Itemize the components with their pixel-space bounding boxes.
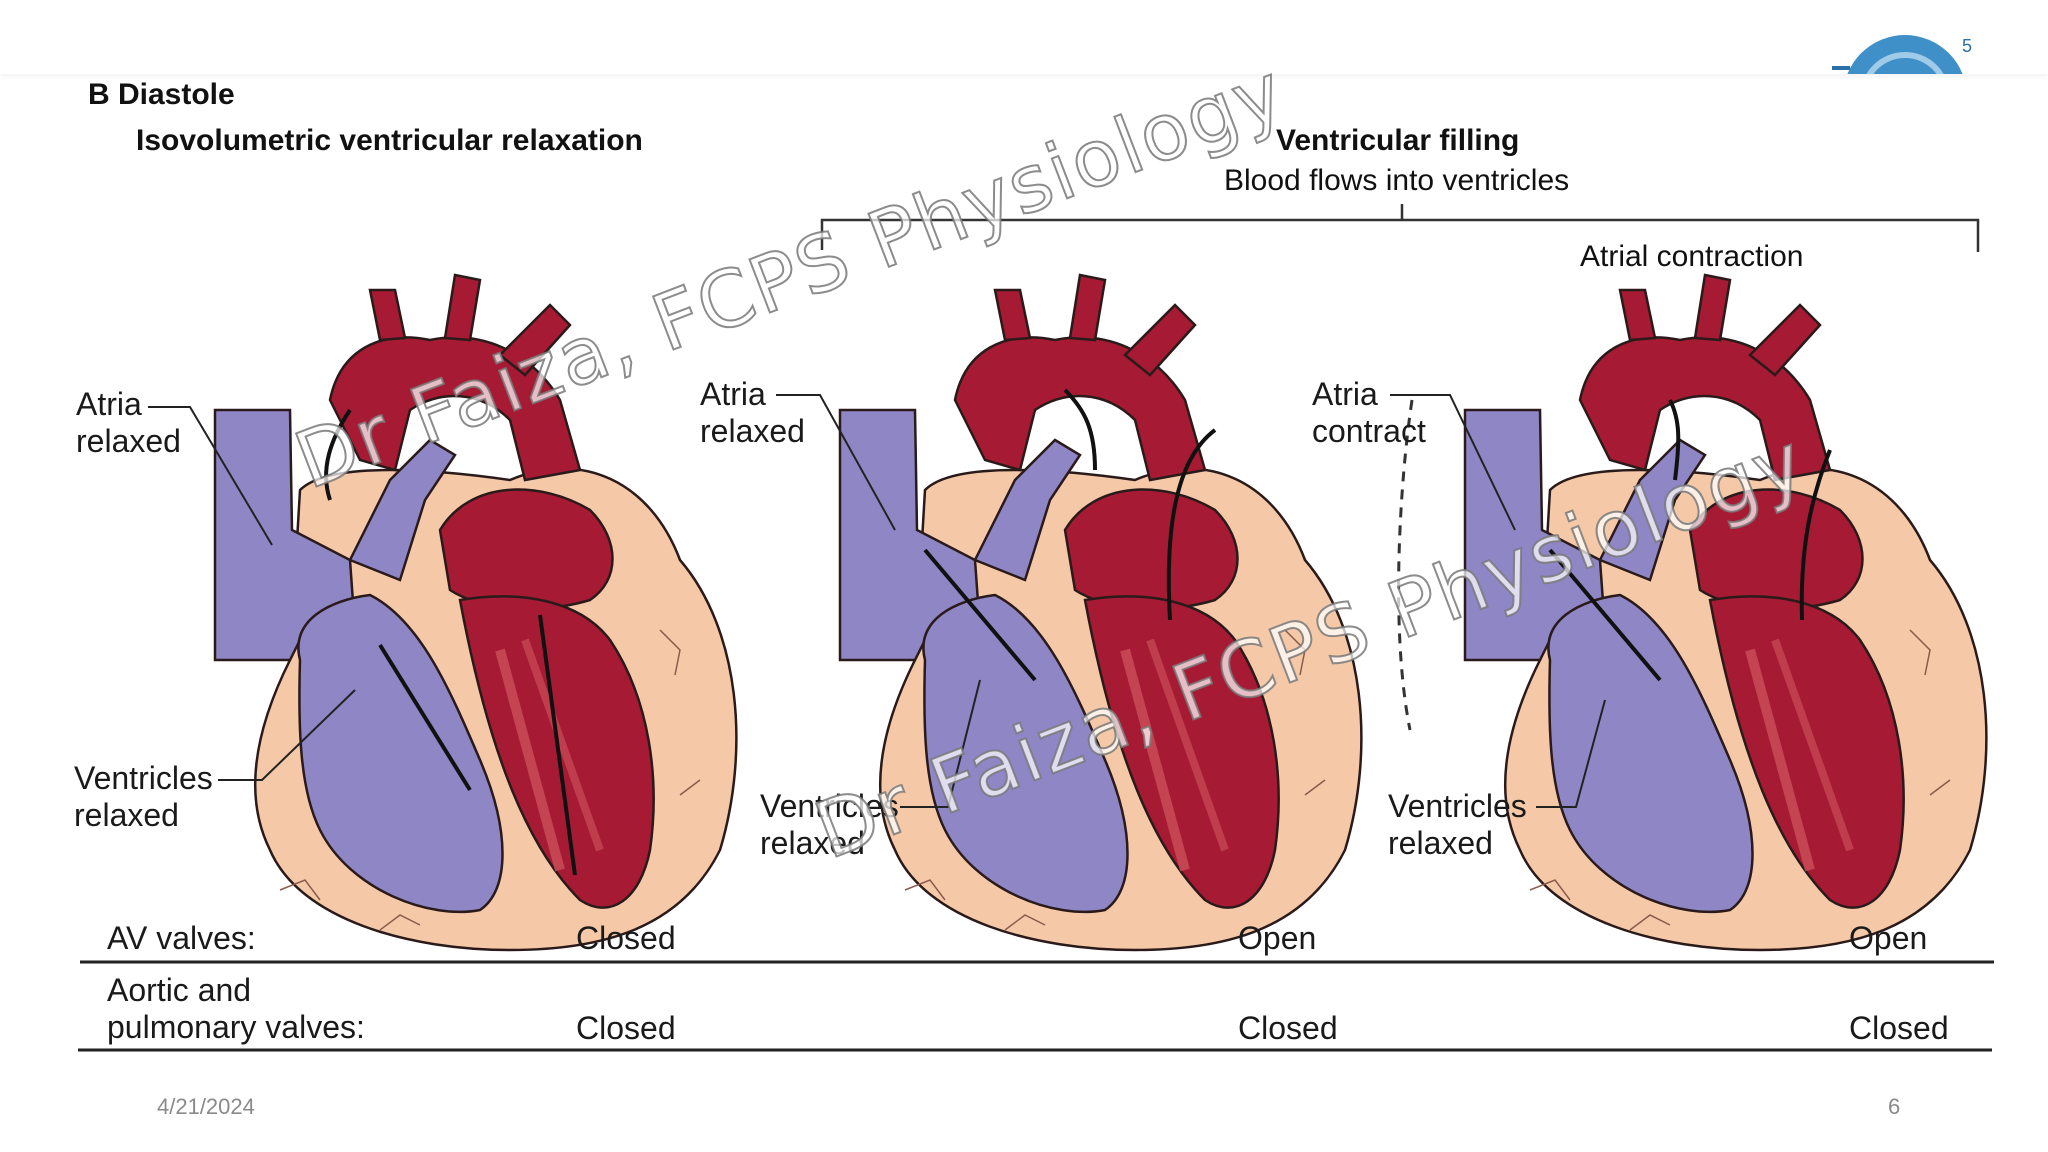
phase-bracket bbox=[820, 204, 1980, 252]
av-valves-label: AV valves: bbox=[107, 920, 256, 956]
heart3-ventricle-label: Ventricles relaxed bbox=[1388, 788, 1527, 862]
phase3-title: Atrial contraction bbox=[1580, 240, 1804, 273]
phase1-title: Isovolumetric ventricular relaxation bbox=[136, 124, 643, 157]
heart3-ventricle-line1: Ventricles bbox=[1388, 788, 1527, 824]
heart2-ventricle-line1: Ventricles bbox=[760, 788, 899, 824]
heart1-ventricle-line2: relaxed bbox=[74, 797, 179, 833]
heart2-atria-label: Atria relaxed bbox=[700, 376, 805, 450]
heart1-atria-line1: Atria bbox=[76, 386, 142, 422]
heart-illustration-1 bbox=[215, 275, 736, 950]
semilunar-valves-phase2: Closed bbox=[1238, 1010, 1338, 1046]
phase2-subtitle: Blood flows into ventricles bbox=[1224, 164, 1570, 197]
av-valves-phase2: Open bbox=[1238, 920, 1317, 956]
section-title: B Diastole bbox=[88, 78, 235, 111]
heart2-atria-line2: relaxed bbox=[700, 413, 805, 449]
heart3-atria-line1: Atria bbox=[1312, 376, 1378, 412]
av-valves-phase3: Open bbox=[1849, 920, 1928, 956]
semilunar-valves-phase3: Closed bbox=[1849, 1010, 1949, 1046]
semilunar-valves-phase1: Closed bbox=[576, 1010, 676, 1046]
heart3-ventricle-line2: relaxed bbox=[1388, 825, 1493, 861]
heart1-ventricle-line1: Ventricles bbox=[74, 760, 213, 796]
av-valves-phase1: Closed bbox=[576, 920, 676, 956]
leader-lines bbox=[148, 394, 1606, 808]
semilunar-label-line2: pulmonary valves: bbox=[107, 1009, 365, 1045]
slide-top-band bbox=[0, 0, 2048, 74]
heart3-atria-line2: contract bbox=[1312, 413, 1426, 449]
heart-illustration-2 bbox=[840, 275, 1361, 950]
phase2-title: Ventricular filling bbox=[1276, 124, 1520, 157]
footer-date: 4/21/2024 bbox=[157, 1094, 255, 1119]
svg-text:5: 5 bbox=[1962, 36, 1972, 56]
heart-illustration-3 bbox=[1397, 275, 1987, 950]
heart2-ventricle-line2: relaxed bbox=[760, 825, 865, 861]
heart2-ventricle-label: Ventricles relaxed bbox=[760, 788, 899, 862]
heart1-atria-line2: relaxed bbox=[76, 423, 181, 459]
semilunar-valves-label: Aortic and pulmonary valves: bbox=[107, 972, 365, 1046]
heart3-atria-label: Atria contract bbox=[1312, 376, 1426, 450]
heart1-ventricle-label: Ventricles relaxed bbox=[74, 760, 213, 834]
heart2-atria-line1: Atria bbox=[700, 376, 766, 412]
logo: 5 bbox=[1830, 22, 1980, 74]
heart1-atria-label: Atria relaxed bbox=[76, 386, 181, 460]
footer-page-number: 6 bbox=[1888, 1094, 1901, 1119]
semilunar-label-line1: Aortic and bbox=[107, 972, 252, 1008]
